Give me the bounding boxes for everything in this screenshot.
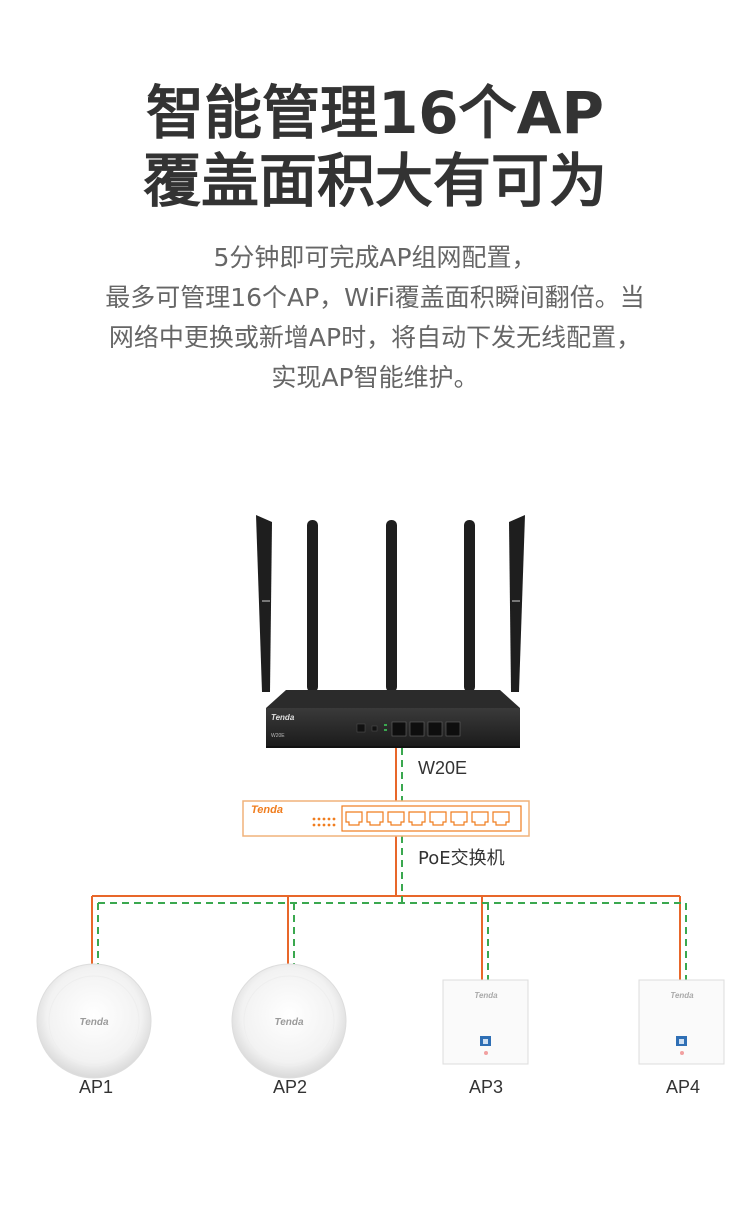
ap1-label: AP1 — [79, 1077, 114, 1097]
description-line-4: 实现AP智能维护。 — [271, 363, 479, 392]
description-line-3: 网络中更换或新增AP时，将自动下发无线配置， — [108, 323, 642, 352]
description-line-2: 最多可管理16个AP，WiFi覆盖面积瞬间翻倍。当 — [105, 283, 645, 312]
router-device: Tenda W20E — [256, 515, 525, 748]
ap2-device: Tenda — [231, 963, 347, 1079]
ap2-label: AP2 — [273, 1077, 308, 1097]
poe-switch-device: Tenda — [242, 800, 530, 837]
router-brand-logo: Tenda — [271, 713, 295, 722]
antenna-group — [256, 515, 525, 692]
ap4-brand-logo: Tenda — [670, 991, 694, 1000]
router-label: W20E — [418, 758, 468, 778]
ap4-device: Tenda — [638, 979, 725, 1065]
description-line-1: 5分钟即可完成AP组网配置， — [213, 243, 537, 272]
ap3-device: Tenda — [442, 979, 529, 1065]
switch-ports — [345, 811, 510, 826]
cable-power — [91, 748, 681, 980]
switch-label: PoE交换机 — [418, 848, 505, 869]
cable-group — [91, 748, 687, 980]
ap3-label: AP3 — [469, 1077, 504, 1097]
heading-line-1: 智能管理16个AP — [145, 79, 605, 147]
switch-brand-logo: Tenda — [251, 804, 283, 816]
ap2-brand-logo: Tenda — [274, 1017, 304, 1028]
router-ports — [391, 721, 461, 737]
cable-data — [97, 748, 687, 980]
ap1-device: Tenda — [36, 963, 152, 1079]
ap3-brand-logo: Tenda — [474, 991, 498, 1000]
ap4-label: AP4 — [666, 1077, 701, 1097]
router-model-text: W20E — [271, 733, 285, 739]
ap1-brand-logo: Tenda — [79, 1017, 109, 1028]
heading-line-2: 覆盖面积大有可为 — [142, 147, 607, 215]
